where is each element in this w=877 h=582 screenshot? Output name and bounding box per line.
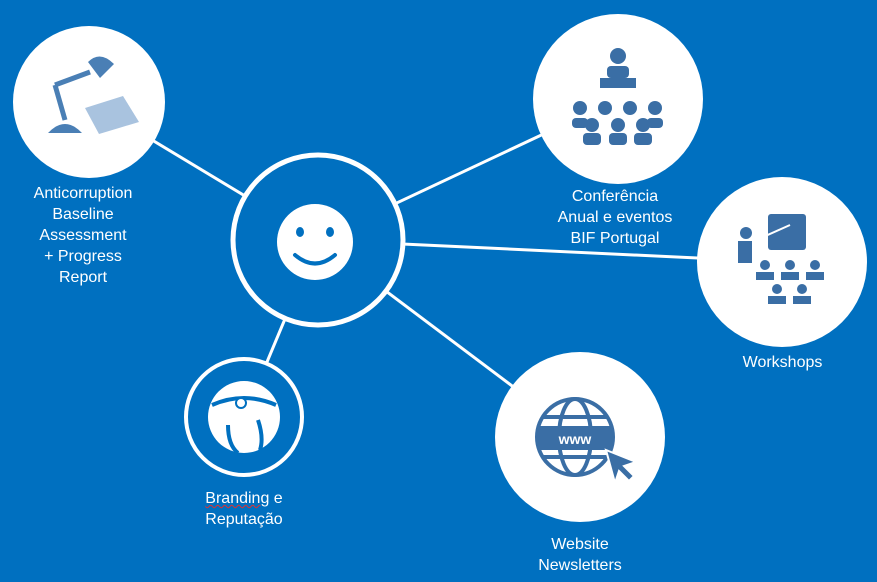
label-line: + Progress	[44, 248, 122, 265]
audience-presenter-icon	[572, 48, 663, 145]
transparency-logo-icon	[208, 381, 280, 455]
teacher-board-icon	[738, 214, 824, 304]
label-word: e	[273, 490, 283, 507]
smiley-icon	[277, 204, 353, 280]
label-line: Assessment	[39, 227, 127, 244]
node-conference	[533, 14, 703, 184]
label-word: Branding	[205, 490, 270, 507]
label-website: Website Newsletters	[515, 534, 645, 576]
hub-node	[230, 152, 406, 328]
label-line: BIF Portugal	[570, 230, 660, 247]
label-line: Anual e eventos	[557, 209, 673, 226]
label-line: Reputação	[205, 511, 283, 528]
desk-lamp-icon	[48, 56, 139, 134]
label-line: Workshops	[742, 354, 823, 371]
node-anticorruption	[13, 26, 165, 178]
label-conference: Conferência Anual e eventos BIF Portugal	[540, 186, 690, 249]
label-line: Website	[551, 536, 609, 553]
globe-www-cursor-icon: www	[535, 397, 639, 487]
svg-text:www: www	[558, 431, 592, 447]
label-line: Baseline	[52, 206, 114, 223]
label-line: Report	[58, 269, 108, 286]
label-line: Anticorruption	[33, 185, 133, 202]
label-branding: Branding e Reputação	[184, 488, 304, 530]
label-anticorruption: Anticorruption Baseline Assessment + Pro…	[18, 183, 148, 288]
node-branding	[184, 357, 304, 477]
label-workshops: Workshops	[720, 352, 845, 373]
label-line: Newsletters	[538, 557, 622, 574]
node-workshops	[697, 177, 867, 347]
node-website: www	[495, 352, 665, 522]
label-line: Conferência	[571, 188, 659, 205]
label-line: Branding e	[184, 488, 304, 509]
